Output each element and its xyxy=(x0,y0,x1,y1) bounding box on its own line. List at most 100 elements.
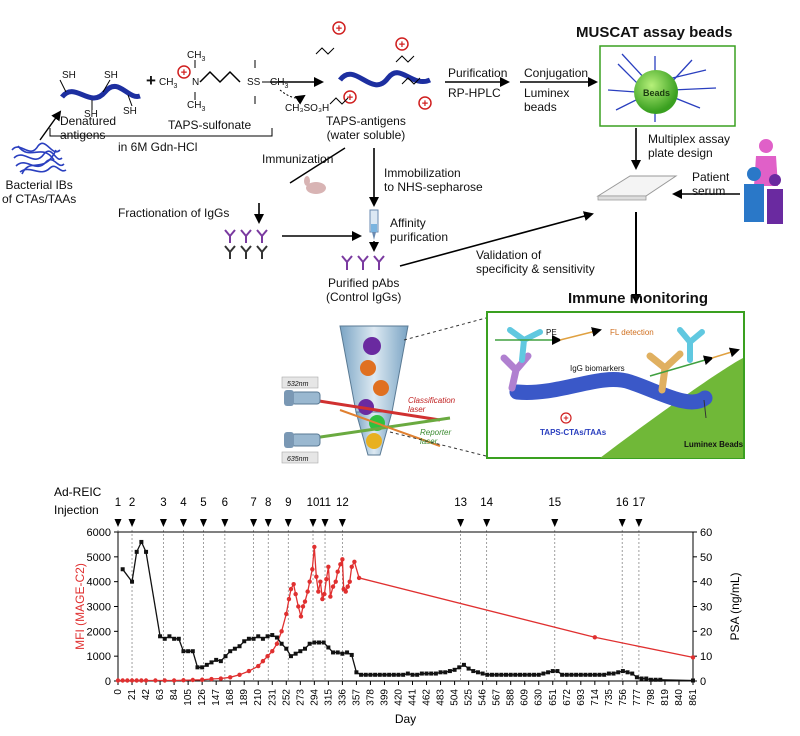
psa-data-point xyxy=(190,649,195,654)
psa-data-point xyxy=(279,641,284,646)
psa-data-point xyxy=(120,567,125,572)
injection-marker xyxy=(457,519,465,527)
psa-data-point xyxy=(597,672,602,677)
luminex-beads-zoom-label: Luminex Beads xyxy=(684,440,744,449)
x-tick-label: 63 xyxy=(155,689,166,701)
x-tick-label: 21 xyxy=(127,689,138,701)
mfi-data-point xyxy=(171,678,177,683)
y-left-tick-label: 6000 xyxy=(87,527,111,539)
psa-data-point xyxy=(461,662,466,667)
x-tick-label: 420 xyxy=(393,689,404,706)
psa-data-point xyxy=(466,666,471,671)
gdn-hcl-label: in 6M Gdn-HCl xyxy=(118,140,198,154)
mfi-data-point xyxy=(279,629,284,634)
psa-data-point xyxy=(345,650,350,655)
mfi-data-point xyxy=(335,569,340,574)
y-right-axis-title: PSA (ng/mL) xyxy=(728,572,742,640)
psa-data-point xyxy=(634,675,639,680)
svg-text:+: + xyxy=(336,23,342,35)
psa-data-point xyxy=(691,678,695,683)
y-right-tick-label: 0 xyxy=(700,676,706,688)
psa-data-point xyxy=(518,672,523,677)
injection-marker xyxy=(221,519,229,527)
taps-sulfonate-label: TAPS-sulfonate xyxy=(168,118,252,132)
x-tick-label: 525 xyxy=(464,689,475,706)
psa-data-point xyxy=(130,579,135,584)
conjugation-label: Conjugation xyxy=(524,66,589,80)
psa-data-point xyxy=(368,672,373,677)
psa-data-point xyxy=(433,671,438,676)
injection-label: 11 xyxy=(319,497,331,509)
y-left-tick-label: 2000 xyxy=(87,626,111,638)
psa-data-point xyxy=(204,662,209,667)
x-tick-label: 231 xyxy=(267,689,278,706)
mfi-data-point xyxy=(352,559,357,564)
x-tick-label: 504 xyxy=(450,689,461,706)
svg-text:+: + xyxy=(347,92,353,104)
psa-data-point xyxy=(560,672,565,677)
injection-label: 17 xyxy=(633,497,646,509)
mfi-data-point xyxy=(246,668,252,674)
psa-data-point xyxy=(415,672,420,677)
x-tick-label: 462 xyxy=(422,689,433,706)
psa-data-point xyxy=(648,677,653,682)
psa-data-point xyxy=(293,651,298,656)
x-tick-label: 861 xyxy=(688,689,699,706)
mfi-data-point xyxy=(338,562,343,567)
luminex-bead-surface xyxy=(600,358,743,458)
purification-label: Purification xyxy=(448,66,508,80)
psa-data-point xyxy=(419,671,424,676)
injection-label: 4 xyxy=(180,497,187,509)
mfi-data-point xyxy=(345,584,350,589)
mfi-data-point xyxy=(270,649,275,654)
reporter-laser-label: Reporter laser xyxy=(420,428,452,446)
psa-data-point xyxy=(326,645,331,650)
psa-data-point xyxy=(504,672,509,677)
x-tick-label: 252 xyxy=(281,689,292,706)
taps-antigens-label: TAPS-antigens (water soluble) xyxy=(326,114,406,142)
ch3-group: CH3 xyxy=(159,77,178,90)
psa-data-point xyxy=(546,670,551,675)
injection-label: 2 xyxy=(129,497,135,509)
psa-data-point xyxy=(438,670,443,675)
pe-label: PE xyxy=(546,328,557,337)
psa-data-point xyxy=(158,634,163,639)
mfi-data-point xyxy=(162,678,167,683)
mfi-series-line xyxy=(118,546,694,682)
denatured-antigen-chain xyxy=(60,83,141,101)
psa-data-point xyxy=(228,649,233,654)
flow-cytometer-icon xyxy=(281,325,451,464)
psa-data-point xyxy=(639,676,644,681)
psa-data-point xyxy=(335,650,340,655)
injection-label: 7 xyxy=(250,497,256,509)
plot-frame xyxy=(117,531,694,682)
x-tick-label: 399 xyxy=(379,689,390,706)
y-right-tick-label: 50 xyxy=(700,552,712,564)
x-axis-title: Day xyxy=(395,712,416,726)
x-tick-label: 315 xyxy=(323,689,334,706)
x-tick-label: 189 xyxy=(239,689,250,706)
svg-text:+: + xyxy=(181,67,187,79)
psa-data-point xyxy=(302,646,307,651)
mfi-data-point xyxy=(293,591,298,597)
psa-data-point xyxy=(214,657,219,662)
ch3-group: CH3 xyxy=(187,50,206,63)
mfi-data-point xyxy=(343,589,348,594)
psa-data-point xyxy=(602,672,607,677)
psa-data-point xyxy=(555,669,560,674)
psa-data-point xyxy=(429,671,434,676)
psa-data-point xyxy=(260,636,265,641)
affinity-label: Affinity purification xyxy=(390,216,449,244)
taps-antigen-chain xyxy=(338,70,432,88)
injection-marker xyxy=(199,519,207,527)
injection-label: 13 xyxy=(454,497,467,509)
mfi-data-point xyxy=(356,575,362,581)
psa-data-point xyxy=(134,549,139,554)
psa-data-point xyxy=(186,649,191,654)
psa-data-point xyxy=(167,634,172,639)
mfi-data-point xyxy=(286,596,292,602)
fl-detection-label: FL detection xyxy=(610,328,654,337)
psa-data-point xyxy=(401,672,406,677)
psa-data-point xyxy=(162,636,167,641)
